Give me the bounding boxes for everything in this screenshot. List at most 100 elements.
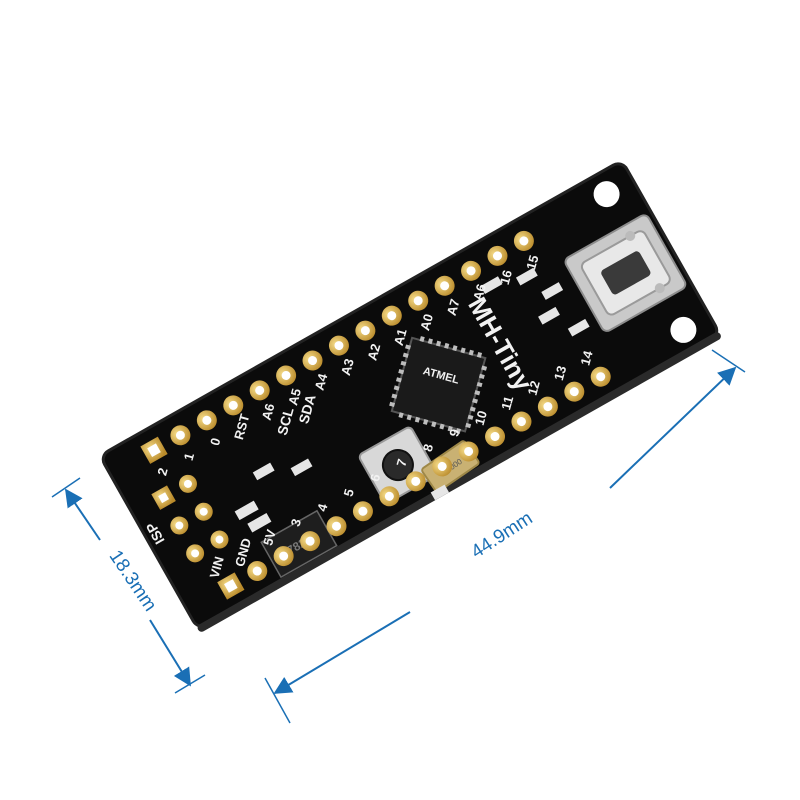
chip-pin (427, 338, 433, 345)
chip-pin (476, 381, 483, 388)
top-pin-label: 2 (154, 466, 170, 477)
chip-pin (435, 340, 442, 347)
bottom-pin-pad-hole (384, 491, 394, 501)
chip-pin (469, 406, 476, 412)
top-pin-pad-hole (308, 356, 318, 366)
bottom-pin-pad-hole (305, 536, 315, 546)
bottom-pin-label: 8 (420, 442, 436, 453)
top-pin-label: A4 (312, 371, 331, 392)
chip-pin (400, 360, 407, 367)
isp-pad-hole (215, 535, 224, 544)
top-pin-pad-hole (334, 341, 344, 351)
mounting-hole (593, 181, 620, 208)
bottom-pin-label: 3 (288, 517, 304, 528)
bottom-pin-label: 12 (525, 379, 543, 397)
chip-pin (455, 428, 461, 435)
top-pin-pad-hole (147, 443, 161, 458)
top-pin-label: A1 (391, 327, 410, 347)
bottom-pin-label: 11 (498, 394, 516, 411)
chip-pin (419, 336, 425, 342)
chip-pin (467, 414, 474, 420)
top-pin-pad-hole (175, 430, 185, 440)
isp-pad-hole (175, 521, 184, 530)
bottom-pin-label: 9 (446, 427, 462, 438)
bottom-pin-label: 7 (393, 457, 409, 468)
bottom-pin-label: GND (232, 537, 254, 569)
top-pin-label: A2 (364, 342, 383, 362)
chip-pin (423, 419, 429, 425)
top-pin-label: A6 (259, 402, 278, 422)
chip-pin (447, 425, 453, 432)
bottom-pin-pad-hole (543, 402, 553, 412)
bottom-pin-pad-hole (569, 387, 579, 397)
bottom-pin-label: 14 (577, 348, 596, 367)
chip-pin (431, 421, 437, 428)
micro-usb-connector (564, 214, 687, 332)
bottom-pin-pad-hole (332, 521, 342, 531)
top-pin-label: A0 (417, 312, 436, 332)
top-pin-pad-hole (492, 251, 502, 261)
bottom-pin-label: VIN (207, 555, 227, 580)
mounting-hole (670, 316, 697, 343)
chip-pin (474, 390, 481, 396)
top-pin-label: 1 (181, 451, 197, 462)
isp-pad-hole (191, 549, 200, 558)
bottom-pin-label: 5V (260, 528, 279, 548)
bottom-pin-pad-hole (411, 476, 421, 486)
pcb-board: ATMEL 16.000 7820 (101, 162, 721, 632)
chip-pin (465, 422, 472, 429)
chip-pin (393, 385, 400, 391)
width-label: 18.3mm (105, 547, 161, 616)
top-pin-label: 15 (523, 253, 541, 271)
top-pin-pad-hole (360, 326, 370, 336)
top-pin-label: A5 (285, 387, 304, 407)
chip-pin (414, 416, 421, 423)
top-pin-label: A6 (470, 282, 489, 302)
chip-pin (476, 351, 483, 358)
chip-pin (395, 377, 402, 383)
chip-pin (472, 398, 478, 404)
bottom-pin-label: 5 (341, 487, 357, 498)
bottom-pin-pad-hole (224, 579, 238, 593)
top-pin-pad-hole (255, 385, 265, 395)
bottom-pin-pad-hole (358, 506, 368, 516)
top-pin-label: RST (231, 412, 252, 441)
chip-pin (398, 369, 405, 375)
chip-pin (468, 349, 474, 356)
scl-label: SCL (274, 405, 297, 437)
chip-pin (402, 352, 409, 358)
chip-pin (391, 393, 398, 399)
isp-pad-hole (158, 492, 170, 504)
top-pin-pad-hole (466, 266, 476, 276)
top-pin-pad-hole (281, 370, 291, 380)
bottom-pin-label: 4 (314, 501, 331, 513)
chip-pin (398, 412, 404, 419)
chip-pin (481, 365, 488, 371)
top-pin-label: A7 (444, 297, 463, 317)
top-pin-label: 0 (207, 436, 223, 447)
top-pin-pad-hole (387, 311, 397, 321)
chip-pin (460, 347, 466, 354)
chip-pin (444, 342, 450, 349)
bottom-pin-pad-hole (490, 432, 500, 442)
bottom-pin-pad-hole (516, 417, 526, 427)
sda-label: SDA (295, 393, 318, 426)
top-pin-label: 16 (497, 268, 515, 286)
bottom-pin-pad-hole (252, 566, 262, 576)
bottom-pin-label: 6 (367, 472, 383, 483)
chip-pin (478, 373, 485, 379)
isp-pad-hole (183, 479, 192, 488)
bottom-pin-label: 13 (551, 364, 569, 382)
isp-pad-hole (199, 507, 208, 516)
chip-pin (389, 401, 396, 407)
top-pin-pad-hole (519, 236, 529, 246)
chip-pin (405, 344, 411, 350)
pcb-side-edge (197, 332, 721, 632)
top-pin-pad-hole (228, 400, 238, 410)
bottom-pin-pad-hole (437, 461, 447, 471)
bottom-pin-pad-hole (464, 446, 474, 456)
chip-pin (439, 423, 445, 430)
bottom-pin-label: 10 (472, 409, 490, 427)
smd-components (234, 267, 590, 533)
chip-pin (406, 414, 412, 421)
